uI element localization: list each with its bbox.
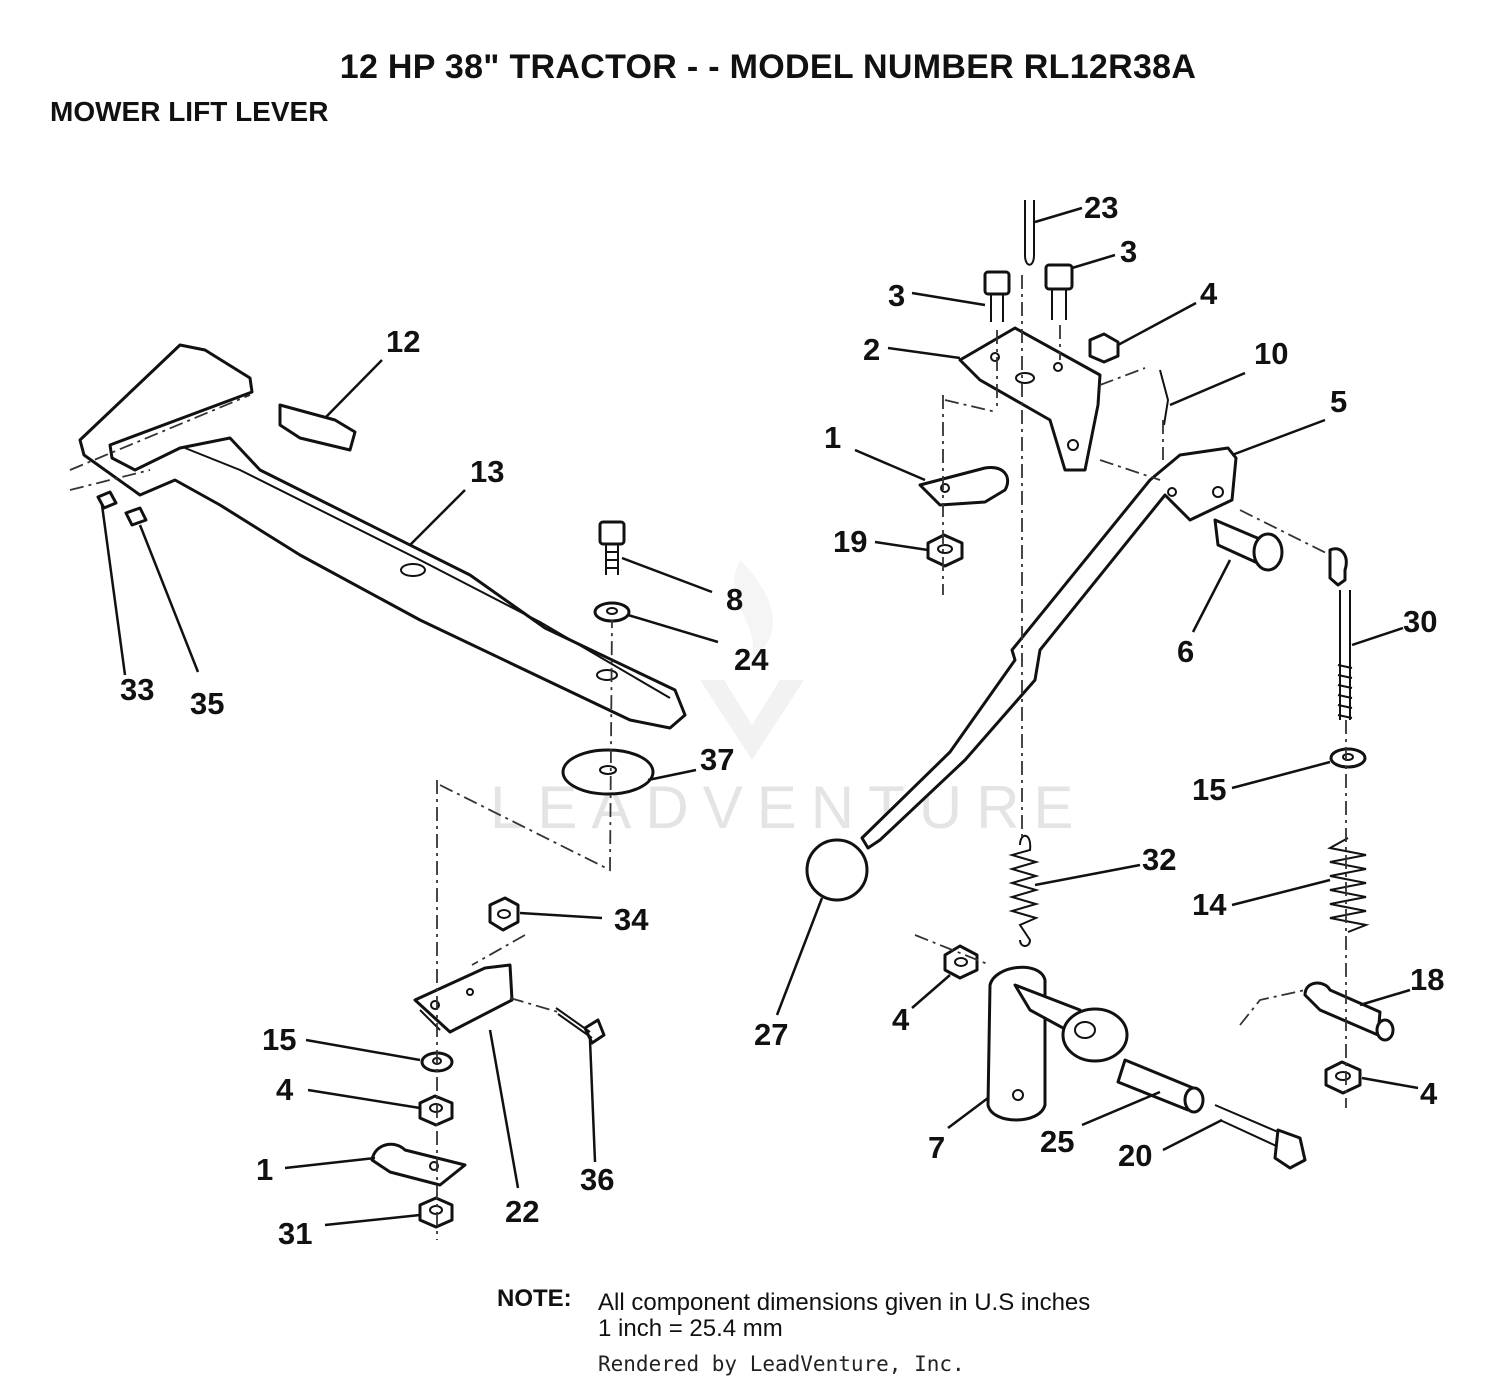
callout-2: 2 bbox=[863, 332, 880, 367]
callout-labels: 12 13 33 35 8 24 37 34 15 4 1 31 22 36 2… bbox=[120, 190, 1444, 1251]
callout-32: 32 bbox=[1142, 842, 1176, 877]
callout-34: 34 bbox=[614, 902, 649, 937]
callout-4-middle: 4 bbox=[892, 1002, 910, 1037]
callout-23: 23 bbox=[1084, 190, 1118, 225]
callout-15-left: 15 bbox=[262, 1022, 296, 1057]
lift-lever-handle-assembly bbox=[69, 343, 687, 1240]
callout-24: 24 bbox=[734, 642, 769, 677]
knob-27 bbox=[805, 838, 869, 902]
bracket-2 bbox=[958, 326, 1102, 472]
clip-1-right bbox=[918, 466, 1010, 507]
leader-lines bbox=[100, 206, 1419, 1227]
diagram-title: 12 HP 38" TRACTOR - - MODEL NUMBER RL12R… bbox=[339, 48, 1197, 86]
callout-1-left: 1 bbox=[256, 1152, 273, 1187]
note-conversion: 1 inch = 25.4 mm bbox=[598, 1315, 783, 1342]
callout-5: 5 bbox=[1330, 384, 1347, 419]
callout-14: 14 bbox=[1192, 887, 1227, 922]
callout-13: 13 bbox=[470, 454, 504, 489]
callout-8: 8 bbox=[726, 582, 743, 617]
callout-31: 31 bbox=[278, 1216, 312, 1251]
callout-36: 36 bbox=[580, 1162, 614, 1197]
lift-lever-part bbox=[78, 343, 687, 730]
callout-30: 30 bbox=[1403, 604, 1437, 639]
callout-12: 12 bbox=[386, 324, 420, 359]
callout-10: 10 bbox=[1254, 336, 1288, 371]
callout-4-bottom-right: 4 bbox=[1420, 1076, 1438, 1111]
callout-4-top: 4 bbox=[1200, 276, 1218, 311]
callout-7: 7 bbox=[928, 1130, 945, 1165]
callout-22: 22 bbox=[505, 1194, 539, 1229]
callout-15-right: 15 bbox=[1192, 772, 1226, 807]
watermark-logo bbox=[700, 560, 804, 760]
callout-18: 18 bbox=[1410, 962, 1444, 997]
grip-part bbox=[278, 403, 357, 452]
callout-35: 35 bbox=[190, 686, 224, 721]
note-dimensions: All component dimensions given in U.S in… bbox=[598, 1289, 1091, 1316]
callout-3-right: 3 bbox=[1120, 234, 1137, 269]
diagram-subtitle: MOWER LIFT LEVER bbox=[50, 96, 329, 127]
callout-3-left: 3 bbox=[888, 278, 905, 313]
callout-6: 6 bbox=[1177, 634, 1194, 669]
callout-27: 27 bbox=[754, 1017, 788, 1052]
callout-37: 37 bbox=[700, 742, 734, 777]
spring-14 bbox=[1327, 837, 1370, 933]
spring-32 bbox=[1008, 834, 1040, 947]
pin-33 bbox=[96, 490, 118, 510]
pin-35 bbox=[124, 506, 148, 527]
render-credit: Rendered by LeadVenture, Inc. bbox=[598, 1352, 965, 1376]
bracket-22 bbox=[413, 963, 514, 1034]
lift-mechanism-assembly bbox=[805, 200, 1395, 1170]
note-label: NOTE: bbox=[497, 1285, 572, 1312]
callout-20: 20 bbox=[1118, 1138, 1152, 1173]
callout-1-right: 1 bbox=[824, 420, 841, 455]
callout-25: 25 bbox=[1040, 1124, 1074, 1159]
callout-33: 33 bbox=[120, 672, 154, 707]
clip-1-left bbox=[370, 1142, 467, 1187]
lever-arm-5 bbox=[860, 446, 1238, 850]
callout-4-left: 4 bbox=[276, 1072, 294, 1107]
callout-19: 19 bbox=[833, 524, 867, 559]
